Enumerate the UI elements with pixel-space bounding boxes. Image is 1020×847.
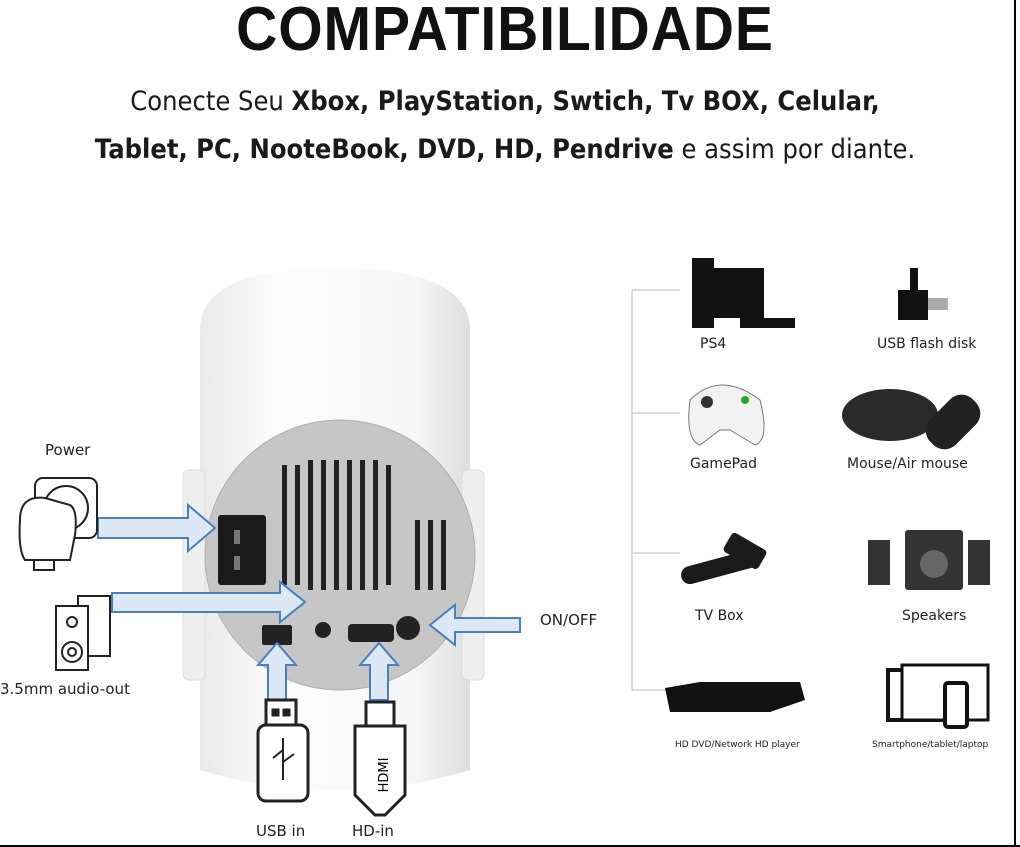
hd-in-label: HD-in — [352, 822, 394, 840]
gamepad-icon — [688, 384, 765, 446]
arrow-power — [97, 502, 217, 554]
subtitle-line-2: Tablet, PC, NooteBook, DVD, HD, Pendrive… — [51, 134, 960, 165]
usb-plug-icon — [256, 698, 310, 803]
device-label-tv-box: TV Box — [695, 608, 744, 624]
device-bracket — [631, 289, 680, 691]
hdmi-plug-icon — [353, 700, 407, 817]
usb-in-label: USB in — [256, 822, 306, 840]
subtitle-devices: Xbox, PlayStation, Swtich, Tv BOX, Celul… — [291, 86, 880, 117]
device-label-usb-flash: USB flash disk — [877, 336, 977, 352]
subtitle-text: Conecte Seu — [130, 86, 292, 117]
device-label-mouse: Mouse/Air mouse — [847, 456, 968, 472]
usb-flash-icon — [898, 268, 948, 320]
subtitle-text: e assim por diante. — [673, 134, 916, 165]
mouse-icon — [842, 389, 981, 450]
dvd-player-icon — [665, 682, 805, 712]
vent-grille — [282, 460, 446, 590]
speakers-icon — [868, 530, 990, 590]
device-label-speakers: Speakers — [902, 608, 967, 624]
power-label: Power — [45, 441, 91, 459]
frame-border-right — [1014, 0, 1016, 847]
arrow-hdmi — [357, 641, 401, 701]
arrow-audio — [111, 579, 307, 625]
subtitle-line-1: Conecte Seu Xbox, PlayStation, Swtich, T… — [51, 86, 960, 117]
device-label-smartphone: Smartphone/tablet/laptop — [872, 740, 989, 750]
hdmi-port — [348, 624, 394, 642]
on-off-label: ON/OFF — [540, 611, 598, 629]
device-label-ps4: PS4 — [700, 336, 727, 352]
device-label-gamepad: GamePad — [690, 456, 757, 472]
power-button — [396, 616, 420, 640]
arrow-onoff — [428, 602, 521, 648]
hdmi-plug-text: HDMI — [377, 758, 392, 793]
arrow-usb — [255, 641, 299, 701]
power-socket — [218, 515, 266, 585]
page-title: COMPATIBILIDADE — [236, 0, 774, 64]
usb-port — [262, 625, 292, 645]
frame-border-bottom — [0, 845, 1020, 847]
devices-icon — [886, 663, 990, 729]
speaker-icon — [55, 595, 111, 671]
device-label-dvd: HD DVD/Network HD player — [675, 740, 800, 750]
audio-out-label: 3.5mm audio-out — [0, 680, 130, 698]
arrows — [97, 502, 521, 701]
tv-stick-icon — [681, 532, 767, 585]
power-plug-icon — [18, 477, 98, 571]
audio-jack — [315, 622, 331, 638]
subtitle-devices: Tablet, PC, NooteBook, DVD, HD, Pendrive — [94, 134, 674, 165]
console-icon — [692, 258, 795, 328]
